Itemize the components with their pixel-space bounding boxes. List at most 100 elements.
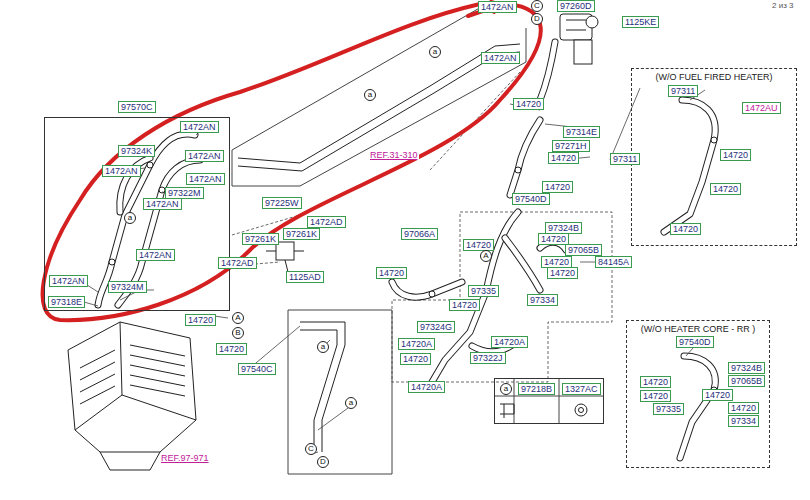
table-grid [500,404,514,418]
leader-line [312,340,348,454]
part-number: 14720 [720,149,751,161]
region-frame [232,2,526,186]
part-number: 1327AC [562,383,601,395]
part-number: 97314E [563,126,600,138]
hose-clip [711,137,717,143]
part-number: 97334 [728,415,759,427]
hose [664,100,715,232]
heater-unit [100,452,160,470]
table-grid [494,378,604,424]
reference-note: REF.97-971 [160,453,210,463]
part-number: 14720 [547,267,578,279]
part-number: 1472AD [218,257,257,269]
hose [505,238,540,290]
part-number: 97271H [552,140,590,152]
callout-letter: A [480,250,492,262]
leader-line [84,88,705,454]
variant-note: (W/O FUEL FIRED HEATER) [632,72,796,82]
table-grid [579,408,584,413]
part-number: 14720 [670,223,701,235]
part-number: 14720 [542,181,573,193]
part-number: 97324K [118,145,155,157]
table-grid [494,378,604,424]
leader-line [510,88,705,356]
part-number: 1472AN [143,198,182,210]
heater-unit [68,322,196,452]
part-number: 14720 [710,183,741,195]
part-number: 84145A [595,256,632,268]
part-number: 97311 [610,153,640,165]
pipe [238,44,520,163]
hose [680,356,715,458]
part-number: 97261K [242,233,279,245]
part-number: 1472AN [186,173,225,185]
part-number: 14720 [400,353,431,365]
callout-letter: C [531,0,543,12]
callout-letter: D [317,456,329,468]
part-number: 97066A [401,228,438,240]
part-number: 14720A [398,338,435,350]
part-number: 14720 [449,299,480,311]
callout-letter: a [364,89,376,101]
valve-unit [586,16,598,28]
callout-letter: A [232,312,244,324]
heater-unit [130,345,185,396]
page-number: 2 из 3 [772,1,793,11]
valve-unit [574,40,592,64]
part-number: 14720 [702,389,733,401]
part-number: 97065B [728,375,765,387]
part-number: 97311 [668,85,698,97]
pipe [238,52,520,171]
hose-clip [109,259,115,265]
part-number: 14720 [185,314,216,326]
callout-letter: B [232,327,244,339]
part-number: 14720 [640,376,671,388]
part-number: 1472AN [185,150,224,162]
part-number: 1472AN [49,275,88,287]
part-number: 14720 [513,98,544,110]
part-number: 97318E [48,296,85,308]
red-annotation [43,2,541,320]
part-number: 14720 [376,267,407,279]
part-number: 97540D [676,336,714,348]
part-number: 97260D [557,0,595,12]
part-number: 97065B [565,244,602,256]
callout-letter: a [429,46,441,58]
leader-line [84,124,600,368]
group-number: 97570C [118,101,156,113]
callout-letter: a [345,397,357,409]
part-number: 97334 [527,294,558,306]
region-frame [392,212,612,382]
pipe [238,44,520,452]
hose [510,120,540,195]
part-number: 1472AD [307,216,346,228]
hose [680,356,715,458]
hose [392,282,462,297]
region-frame [288,310,392,474]
part-number: 97335 [653,403,684,415]
callout-letter: a [317,341,329,353]
part-number: 1472AN [136,249,175,261]
hose [540,42,555,100]
callout-letter: C [305,443,317,455]
callout-letter: a [124,212,136,224]
hose-clip [515,167,521,173]
part-number: 97218B [518,383,555,395]
reference-note: REF.31-310 [369,150,419,160]
part-number: 14720 [463,239,494,251]
part-number: 97540C [238,363,276,375]
part-number: 1472AN [481,52,520,64]
heater-unit [80,350,115,404]
hose-clip [147,162,153,168]
red-annotation [43,3,541,320]
connector-valve [266,251,304,272]
part-number: 97261K [283,228,320,240]
group-frame: (W/O FUEL FIRED HEATER) [631,68,797,246]
callout-letter: a [500,383,512,395]
variant-note: (W/O HEATER CORE - RR ) [627,324,769,334]
hose-clip [429,291,435,297]
part-number: 97225W [262,197,302,209]
part-number: 14720 [216,343,247,355]
part-number: 97322J [470,352,506,364]
